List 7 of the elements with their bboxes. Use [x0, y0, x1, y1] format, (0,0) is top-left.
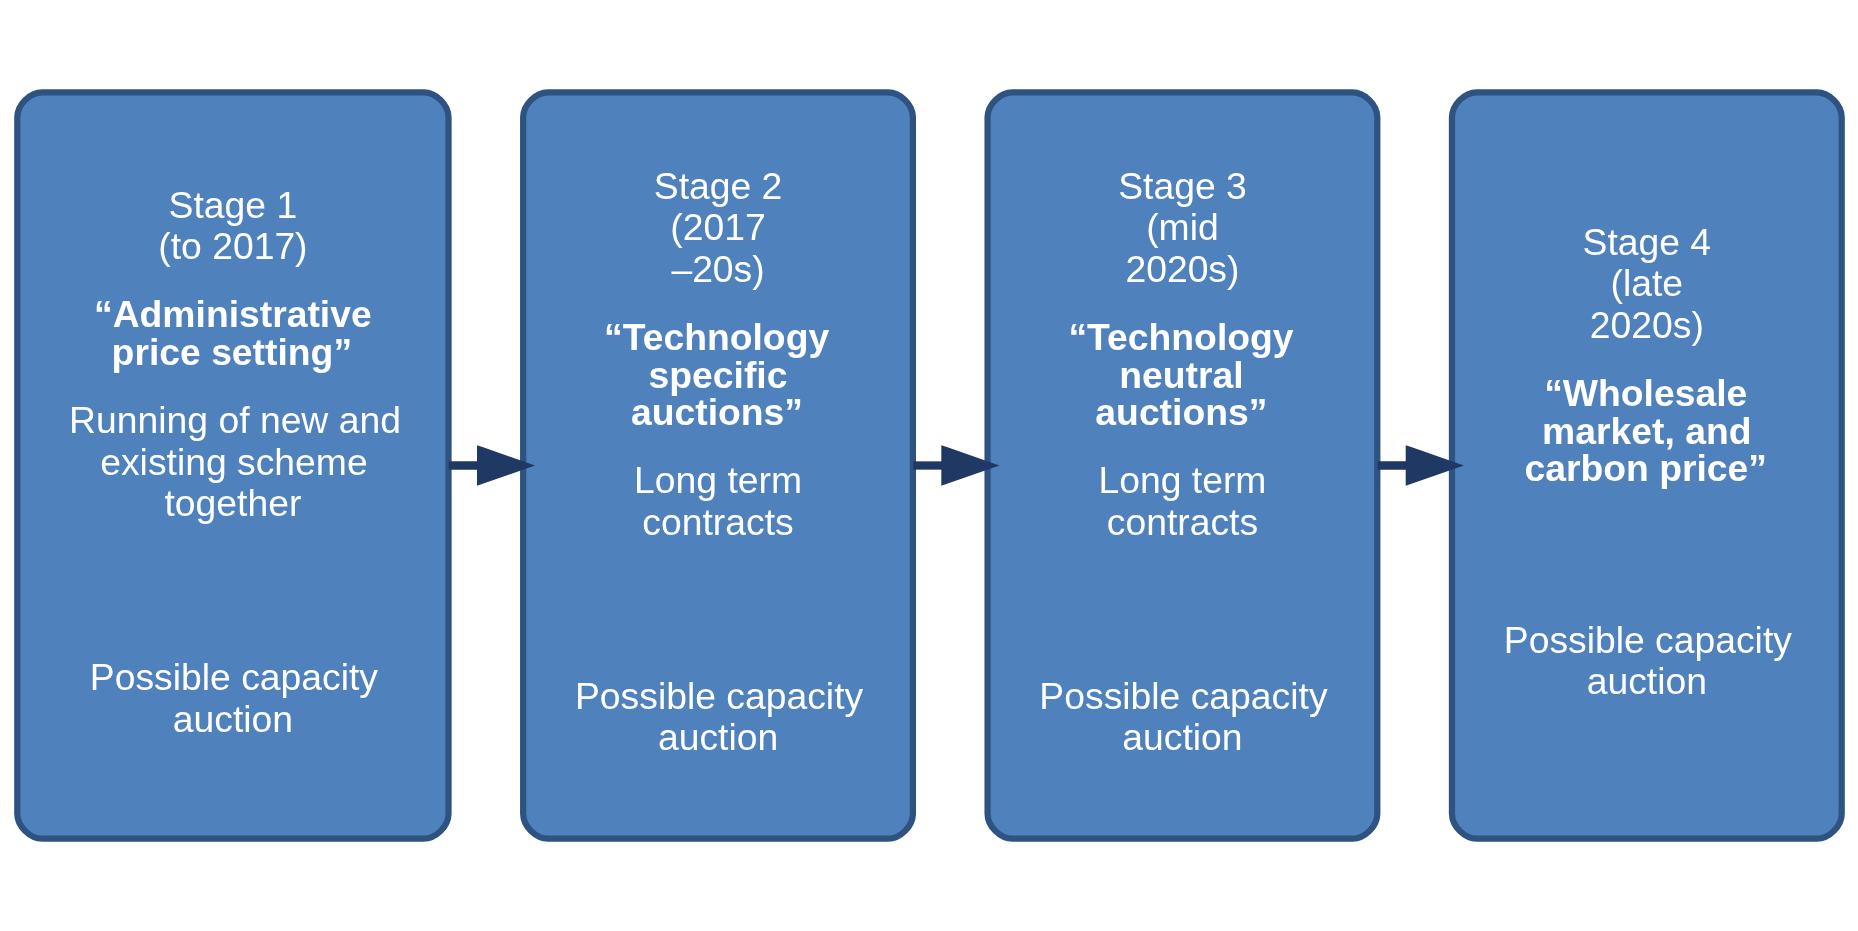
node-box: Stage 3 (mid 2020s) “Technology neutral auctions” Long term contracts Possible capacity auction	[983, 89, 1380, 842]
node-box: Stage 1 (to 2017) “Administrative price setting” Running of new and existing scheme together Possible capacity auction	[13, 89, 452, 842]
node-box: Stage 2 (2017 –20s) “Technology specific auctions” Long term contracts Possible capacity auction	[519, 89, 916, 842]
arrow	[1377, 445, 1464, 486]
node-box: Stage 4 (late 2020s) “Wholesale market, and carbon price” Possible capacity auction	[1448, 89, 1845, 842]
arrow	[912, 445, 999, 486]
arrow	[448, 445, 535, 486]
